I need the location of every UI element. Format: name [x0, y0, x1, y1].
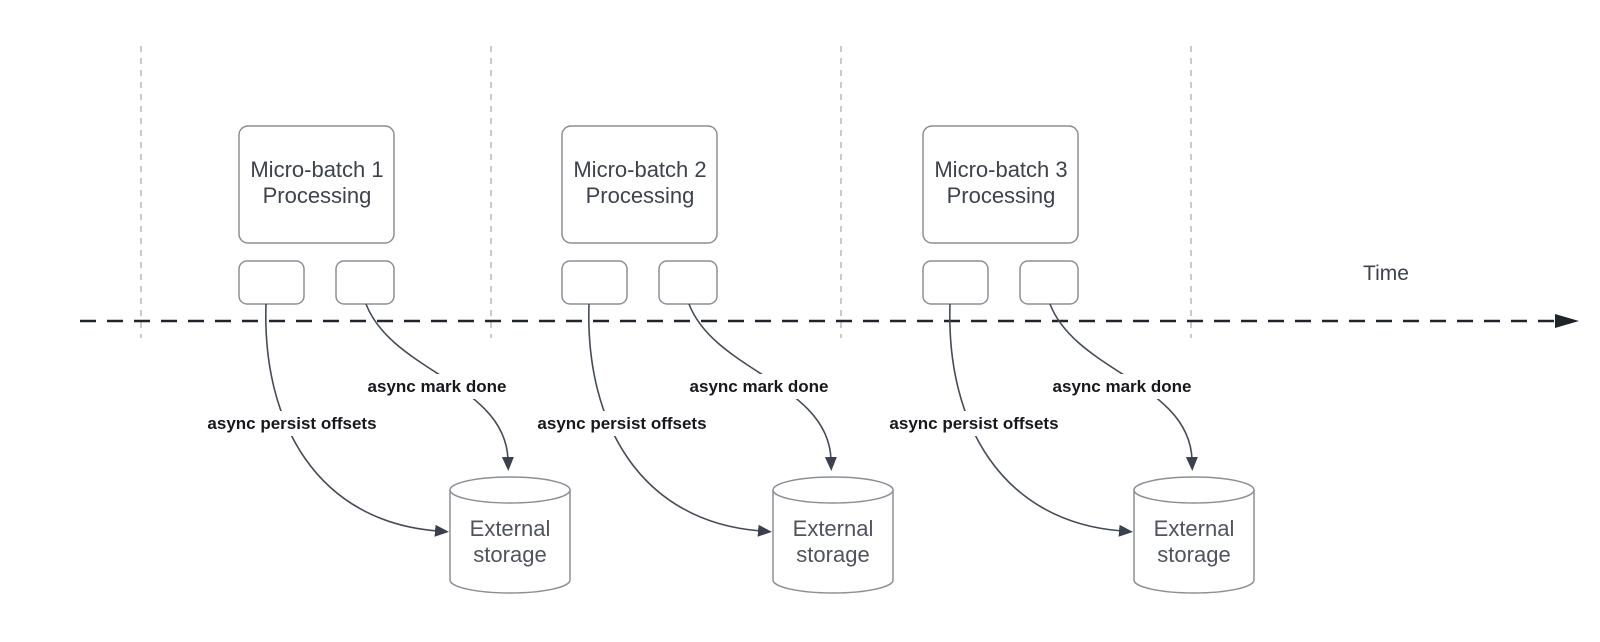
micro-batch-3-box — [922, 125, 1079, 244]
micro-batch-3-title-line1: Micro-batch 3 — [934, 157, 1067, 182]
micro-batch-1-box — [238, 125, 395, 244]
external-storage-cylinder-top-2 — [772, 476, 894, 504]
persist-offsets-label-2: async persist offsets — [537, 414, 706, 433]
external-storage-cylinder-2 — [772, 490, 894, 594]
done-label-bg-2 — [683, 374, 835, 399]
external-storage-cylinder-top-1 — [449, 476, 571, 504]
mark-done-label-1: async mark done — [368, 377, 507, 396]
external-storage-cylinder-top-3 — [1133, 476, 1255, 504]
persist-offsets-label-3: async persist offsets — [889, 414, 1058, 433]
persist-offsets-curve-2 — [588, 303, 772, 537]
external-storage-cylinder-1 — [449, 490, 571, 594]
micro-batch-3-title-line2: Processing — [947, 183, 1056, 208]
done-slot-box-3 — [1019, 260, 1079, 305]
time-axis-label: Time — [1363, 262, 1409, 285]
storage-label-line1-3: External — [1154, 516, 1235, 541]
storage-label-line2-2: storage — [796, 542, 869, 567]
offset-slot-box-1 — [238, 260, 305, 305]
persist-offsets-label-1: async persist offsets — [207, 414, 376, 433]
external-storage-cylinder-3 — [1133, 490, 1255, 594]
micro-batch-1-title-line1: Micro-batch 1 — [250, 157, 383, 182]
done-label-bg-1 — [361, 374, 513, 399]
persist-offsets-curve-1 — [265, 303, 449, 537]
mark-done-label-2: async mark done — [690, 377, 829, 396]
offset-slot-box-2 — [561, 260, 628, 305]
storage-label-line1-1: External — [470, 516, 551, 541]
done-slot-box-2 — [658, 260, 718, 305]
batch-group-1: async persist offsets async mark done Mi… — [200, 125, 571, 594]
storage-label-line2-1: storage — [473, 542, 546, 567]
micro-batch-2-title-line1: Micro-batch 2 — [573, 157, 706, 182]
batch-group-2: async persist offsets async mark done Mi… — [530, 125, 894, 594]
persist-offsets-curve-3 — [949, 303, 1133, 537]
micro-batch-2-title-line2: Processing — [586, 183, 695, 208]
done-slot-box-1 — [335, 260, 395, 305]
micro-batch-2-box — [561, 125, 718, 244]
batch-group-3: async persist offsets async mark done Mi… — [882, 125, 1255, 594]
mark-done-label-3: async mark done — [1053, 377, 1192, 396]
storage-label-line1-2: External — [793, 516, 874, 541]
storage-label-line2-3: storage — [1157, 542, 1230, 567]
persist-label-bg-3 — [882, 411, 1066, 436]
persist-label-bg-2 — [530, 411, 714, 436]
offset-slot-box-3 — [922, 260, 989, 305]
done-label-bg-3 — [1046, 374, 1198, 399]
micro-batch-1-title-line2: Processing — [263, 183, 372, 208]
persist-label-bg-1 — [200, 411, 384, 436]
